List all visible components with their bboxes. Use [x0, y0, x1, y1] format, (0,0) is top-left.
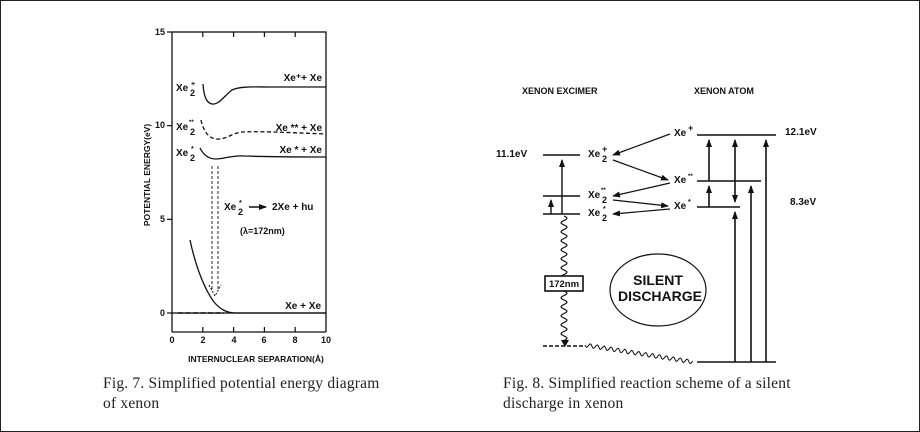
- excited-curve: [199, 147, 327, 160]
- ion-energy-label: 12.1eV: [785, 127, 817, 138]
- y-tick-label: 0: [160, 308, 165, 318]
- svg-text:Xe: Xe: [224, 202, 237, 213]
- svg-text:+: +: [602, 144, 607, 154]
- atom-excited-label: Xe *: [674, 199, 691, 212]
- y-axis-label: POTENTIAL ENERGY(eV): [142, 124, 152, 226]
- x-tick-label: 4: [231, 335, 236, 345]
- svg-text:Xe: Xe: [176, 122, 189, 133]
- excited-left-label: Xe * 2: [176, 146, 195, 163]
- svg-text:2: 2: [190, 153, 195, 163]
- arrow-ion-to-excimer-ion: [612, 133, 671, 156]
- svg-text:+: +: [191, 81, 195, 88]
- doubly-excited-left-label: Xe ** 2: [176, 120, 195, 137]
- svg-text:2: 2: [602, 195, 607, 205]
- arrow-excimer-ion-to-doubly: [612, 159, 669, 181]
- figure8-caption-line2: discharge in xenon: [503, 395, 624, 412]
- silent-discharge-line2: DISCHARGE: [618, 288, 702, 304]
- x-tick-label: 8: [292, 335, 297, 345]
- svg-text:+: +: [688, 123, 693, 133]
- ground-asymptote-label: Xe + Xe: [285, 301, 321, 312]
- svg-text:**: **: [189, 120, 194, 126]
- doubly-excited-curve: [200, 119, 327, 140]
- figure7-caption-line1: Fig. 7. Simplified potential energy diag…: [103, 375, 380, 392]
- atom-header: XENON ATOM: [694, 86, 754, 96]
- x-tick-label: 2: [200, 335, 205, 345]
- svg-text:*: *: [239, 200, 242, 207]
- atom-ion-label: Xe +: [674, 123, 693, 139]
- excimer-excited-label: Xe * 2: [588, 206, 607, 223]
- y-tick-label: 10: [155, 120, 165, 130]
- arrow-doubly-to-excimer-doubly: [612, 182, 671, 198]
- arrow-excited-to-excimer-excited: [612, 208, 671, 217]
- emission-wave-upper: [560, 215, 568, 277]
- svg-text:**: **: [601, 188, 606, 194]
- svg-text:Xe: Xe: [176, 148, 189, 159]
- svg-text:Xe: Xe: [588, 208, 601, 219]
- x-axis-label: INTERNUCLEAR SEPARATION(Å): [188, 354, 324, 364]
- svg-text:2: 2: [602, 154, 607, 164]
- svg-text:**: **: [688, 174, 693, 180]
- decay-reaction: Xe * 2 2Xe + hu (λ=172nm): [224, 200, 313, 236]
- ion-curve: [202, 83, 326, 105]
- svg-text:Xe: Xe: [588, 190, 601, 201]
- svg-text:Xe: Xe: [588, 149, 601, 160]
- figure8-caption: Fig. 8. Simplified reaction scheme of a …: [503, 374, 791, 414]
- ion-left-label: Xe + 2: [176, 81, 195, 98]
- svg-text:*: *: [603, 206, 606, 213]
- svg-text:2: 2: [190, 127, 195, 137]
- svg-text:2Xe + hu: 2Xe + hu: [272, 202, 313, 213]
- excimer-energy-label: 11.1eV: [496, 149, 527, 160]
- figure7-plot: 15 10 5 0 0 2 4 6 8 10 INTERNUCLEAR SEPA…: [142, 27, 331, 364]
- figure7-caption: Fig. 7. Simplified potential energy diag…: [103, 374, 380, 414]
- emission-wave-lower: [560, 290, 568, 342]
- excited-asymptote-label: Xe * + Xe: [279, 145, 322, 156]
- emission-wavelength-box: [544, 275, 584, 292]
- ion-asymptote-label: Xe⁺+ Xe: [284, 73, 323, 84]
- figure8-scheme: XENON EXCIMER XENON ATOM 11.1eV Xe + 2 X…: [496, 86, 817, 365]
- excimer-ion-label: Xe + 2: [588, 144, 607, 164]
- figure7-caption-line2: of xenon: [103, 395, 160, 412]
- figure8-caption-line1: Fig. 8. Simplified reaction scheme of a …: [503, 375, 791, 392]
- ground-curve: [189, 239, 326, 314]
- doubly-excited-asymptote-label: Xe ** + Xe: [276, 123, 323, 134]
- svg-text:*: *: [688, 199, 691, 206]
- excimer-doubly-excited-label: Xe ** 2: [588, 188, 607, 205]
- svg-text:Xe: Xe: [674, 128, 687, 139]
- svg-text:Xe: Xe: [674, 175, 687, 186]
- emission-wavelength-label: 172nm: [549, 279, 579, 290]
- excimer-header: XENON EXCIMER: [522, 86, 598, 96]
- svg-text:Xe: Xe: [674, 201, 687, 212]
- excited-energy-label: 8.3eV: [790, 197, 816, 208]
- svg-text:Xe: Xe: [176, 83, 189, 94]
- x-tick-label: 10: [321, 335, 331, 345]
- svg-text:2: 2: [190, 88, 195, 98]
- y-tick-label: 15: [155, 27, 165, 37]
- tick-marks: [167, 31, 296, 332]
- atom-doubly-excited-label: Xe **: [674, 174, 693, 186]
- silent-discharge-ellipse: [609, 253, 707, 327]
- svg-text:*: *: [191, 146, 194, 153]
- y-tick-label: 5: [160, 214, 165, 224]
- wavelength-label: (λ=172nm): [240, 226, 285, 236]
- dissociation-wave: [584, 343, 694, 365]
- transition-arrow-head: [208, 284, 222, 298]
- emission-arrow-head: [561, 340, 569, 347]
- svg-text:2: 2: [602, 213, 607, 223]
- svg-text:2: 2: [238, 207, 243, 217]
- arrow-excimer-doubly-to-excited: [612, 199, 669, 209]
- silent-discharge-line1: SILENT: [633, 272, 683, 288]
- x-tick-label: 6: [261, 335, 266, 345]
- x-tick-label: 0: [169, 335, 174, 345]
